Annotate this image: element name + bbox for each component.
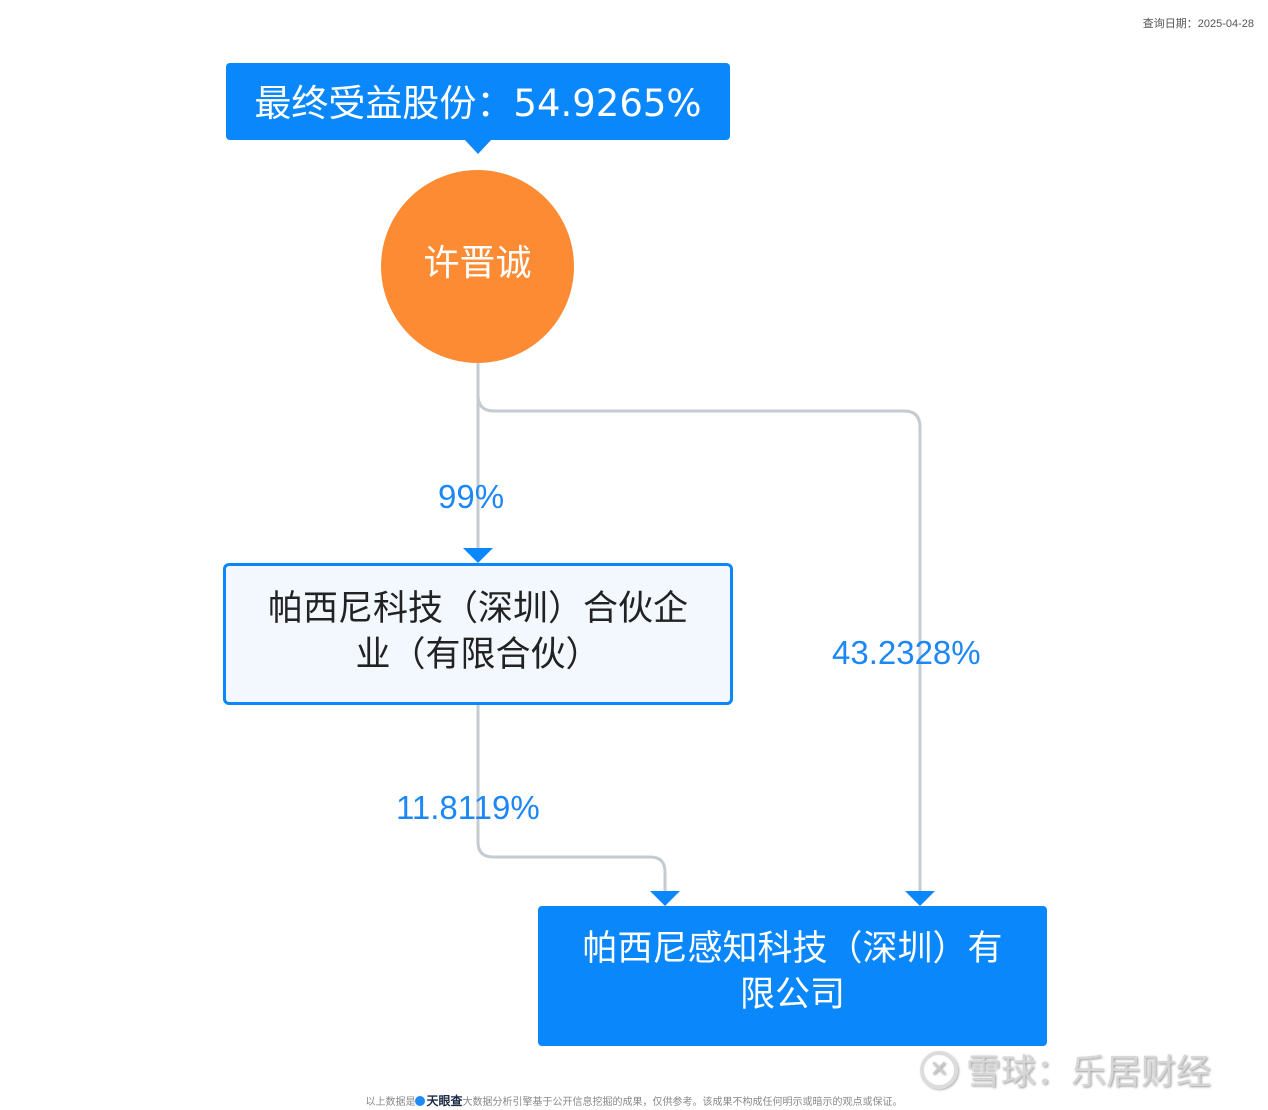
company-node[interactable]: 帕西尼感知科技（深圳）有 限公司 bbox=[538, 906, 1047, 1046]
xueqiu-logo-icon: ✕ bbox=[920, 1050, 958, 1089]
badge-pointer-icon bbox=[464, 139, 492, 154]
person-node[interactable]: 许晋诚 bbox=[381, 170, 574, 363]
footer-brand: 天眼查 bbox=[426, 1094, 463, 1108]
company-name-line1: 帕西尼感知科技（深圳）有 bbox=[582, 929, 1003, 969]
footer-disclaimer: 以上数据是天眼查大数据分析引擎基于公开信息挖掘的成果，仅供参考。该成果不构成任何… bbox=[0, 1092, 1268, 1109]
partnership-node[interactable]: 帕西尼科技（深圳）合伙企 业（有限合伙） bbox=[223, 563, 733, 705]
footer-suffix: 大数据分析引擎基于公开信息挖掘的成果，仅供参考。该成果不构成任何明示或暗示的观点… bbox=[462, 1097, 903, 1108]
company-name-line2: 限公司 bbox=[739, 975, 845, 1015]
query-date: 查询日期：2025-04-28 bbox=[1142, 18, 1254, 30]
arrow-head-icon bbox=[905, 891, 935, 906]
edge-label-43: 43.2328% bbox=[832, 634, 981, 671]
watermark-text: 雪球：乐居财经 bbox=[966, 1053, 1212, 1093]
arrow-head-icon bbox=[463, 548, 493, 563]
tianyancha-logo-icon bbox=[415, 1096, 426, 1106]
ultimate-benefit-badge: 最终受益股份：54.9265% bbox=[226, 63, 730, 140]
arrow-head-icon bbox=[650, 891, 680, 906]
footer-prefix: 以上数据是 bbox=[365, 1097, 416, 1108]
partnership-name-line1: 帕西尼科技（深圳）合伙企 bbox=[267, 589, 688, 629]
watermark: ✕ 雪球：乐居财经 bbox=[920, 1044, 1211, 1095]
edge-label-11: 11.8119% bbox=[396, 789, 540, 826]
edge-label-99: 99% bbox=[438, 478, 505, 515]
person-name: 许晋诚 bbox=[423, 242, 532, 284]
partnership-name-line2: 业（有限合伙） bbox=[355, 635, 601, 675]
